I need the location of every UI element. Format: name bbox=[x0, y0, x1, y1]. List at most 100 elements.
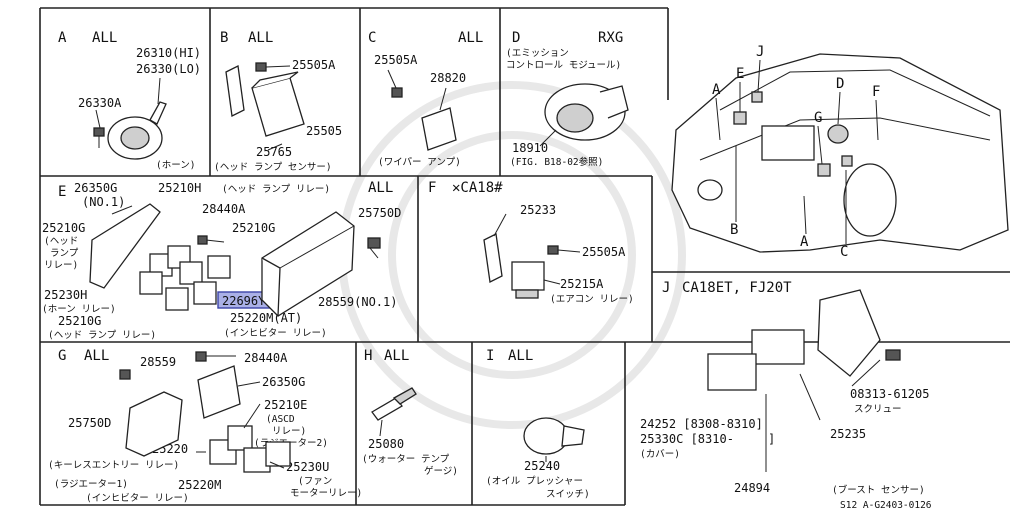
part-label: 25230H bbox=[44, 288, 87, 302]
panel-c-variant: ALL bbox=[458, 30, 483, 46]
panel-f: F ✕CA18# 25233 25505A 25215A (エアコン リレー) bbox=[428, 180, 634, 305]
part-caption: (ウォーター テンプ bbox=[362, 454, 450, 465]
part-label: 26310(HI) bbox=[136, 46, 201, 60]
callout-letter: J bbox=[756, 44, 764, 60]
panel-b-letter: B bbox=[220, 30, 228, 46]
watermark-emblem bbox=[338, 81, 686, 429]
part-label: 25210G bbox=[42, 221, 85, 235]
panel-i: I ALL 25240 (オイル プレッシャー スイッチ) bbox=[486, 348, 590, 500]
part-label: 24252 [8308-8310] bbox=[640, 417, 763, 431]
callout-letter: G bbox=[814, 110, 822, 126]
part-label: 25220M(AT) bbox=[230, 311, 302, 325]
part-caption: スクリュー bbox=[854, 404, 902, 415]
part-label: 28440A bbox=[244, 351, 288, 365]
boost-sensor-part bbox=[707, 289, 901, 472]
callout-letter: F bbox=[872, 84, 880, 100]
part-label: (NO.1) bbox=[82, 195, 125, 209]
water-temp-sender-part bbox=[371, 387, 417, 437]
part-caption: (ラジエーター2) bbox=[254, 438, 328, 449]
part-caption: ランプ bbox=[50, 248, 79, 259]
clip-part bbox=[197, 235, 381, 259]
part-caption: (エミッション bbox=[506, 48, 569, 59]
panel-c-letter: C bbox=[368, 30, 376, 46]
panel-f-letter: F bbox=[428, 180, 436, 196]
part-caption: (エアコン リレー) bbox=[550, 294, 634, 305]
part-label: 25210G bbox=[58, 314, 101, 328]
highlighted-part-number[interactable]: 22696Y bbox=[222, 294, 266, 308]
panel-j-letter: J bbox=[662, 280, 670, 296]
part-caption: (ヘッド ランプ リレー) bbox=[48, 330, 156, 341]
callout-letter: E bbox=[736, 66, 744, 82]
panel-c: C ALL 25505A 28820 (ワイパー アンプ) bbox=[368, 30, 483, 168]
panel-b: B ALL 25505A 25505 25765 (ヘッド ランプ センサー) bbox=[214, 30, 342, 173]
part-caption: (FIG. B18-02参照) bbox=[510, 156, 603, 168]
part-label: 25210E bbox=[264, 398, 307, 412]
part-caption: コントロール モジュール) bbox=[506, 60, 621, 71]
part-caption: ゲージ) bbox=[424, 465, 458, 477]
panel-g-letter: G bbox=[58, 348, 66, 364]
callout-letter: A bbox=[800, 234, 809, 250]
panel-a-letter: A bbox=[58, 30, 67, 46]
part-label: 25750D bbox=[68, 416, 111, 430]
part-label: 25505A bbox=[292, 58, 336, 72]
panel-g-variant: ALL bbox=[84, 348, 109, 364]
part-label: 18910 bbox=[512, 141, 548, 155]
part-label: 26330(LO) bbox=[136, 62, 201, 76]
panel-f-variant: ✕CA18# bbox=[452, 180, 503, 196]
panel-h-variant: ALL bbox=[384, 348, 409, 364]
part-label: 25230U bbox=[286, 460, 329, 474]
part-caption: (インヒビター リレー) bbox=[224, 328, 327, 339]
ac-relay-part bbox=[483, 213, 581, 299]
part-label: 25235 bbox=[830, 427, 866, 441]
emission-module-part bbox=[539, 83, 629, 147]
part-label: 25750D bbox=[358, 206, 401, 220]
part-label: ] bbox=[768, 432, 775, 446]
part-label: 26330A bbox=[78, 96, 122, 110]
part-caption: (ヘッド ランプ リレー) bbox=[222, 184, 330, 195]
part-label: 25505A bbox=[374, 53, 418, 67]
panel-d: D RXG (エミッション コントロール モジュール) 18910 (FIG. … bbox=[506, 30, 629, 168]
panel-d-letter: D bbox=[512, 30, 520, 46]
part-label: 25330C [8310- bbox=[640, 432, 734, 446]
panel-b-variant: ALL bbox=[248, 30, 273, 46]
car-location-view: J E A D G F B A C bbox=[671, 44, 1009, 260]
panel-d-variant: RXG bbox=[598, 30, 623, 46]
panel-e-letter: E bbox=[58, 184, 66, 200]
part-label: 26350G bbox=[74, 181, 117, 195]
part-caption: (ヘッド bbox=[44, 236, 78, 247]
part-label: 25240 bbox=[524, 459, 560, 473]
part-caption: (ヘッド ランプ センサー) bbox=[214, 162, 332, 173]
panel-h-letter: H bbox=[364, 348, 372, 364]
panel-h: H ALL 25080 (ウォーター テンプ ゲージ) bbox=[362, 348, 458, 477]
part-caption: (オイル プレッシャー bbox=[486, 476, 583, 487]
panel-i-variant: ALL bbox=[508, 348, 533, 364]
part-label: 25215A bbox=[560, 277, 604, 291]
part-label: 25080 bbox=[368, 437, 404, 451]
relay-bracket-part bbox=[89, 203, 161, 289]
panel-g: G ALL 28559 28440A 26350G 25750D 25210E … bbox=[48, 348, 362, 504]
part-caption: (ホーン) bbox=[156, 160, 195, 171]
part-label: 25505 bbox=[306, 124, 342, 138]
part-caption: (ブースト センサー) bbox=[832, 484, 925, 496]
part-caption: リレー) bbox=[272, 426, 306, 437]
part-label: 08313-61205 bbox=[850, 387, 929, 401]
relay-cluster-part bbox=[139, 245, 231, 311]
part-label: 28440A bbox=[202, 202, 246, 216]
part-caption: (キーレスエントリー リレー) bbox=[48, 460, 179, 471]
part-label: 25220M bbox=[178, 478, 221, 492]
headlamp-sensor-part bbox=[225, 62, 305, 151]
part-label: 25505A bbox=[582, 245, 626, 259]
part-caption: リレー) bbox=[44, 260, 78, 271]
part-caption: (ASCD bbox=[266, 414, 295, 425]
part-label: 28559(NO.1) bbox=[318, 295, 397, 309]
callout-letter: B bbox=[730, 222, 738, 238]
part-caption: (ワイパー アンプ) bbox=[378, 157, 461, 168]
callout-letter: D bbox=[836, 76, 844, 92]
part-label: 26350G bbox=[262, 375, 305, 389]
panel-a: A ALL 26310(HI) 26330(LO) 26330A (ホーン) bbox=[58, 30, 201, 171]
part-label: 25210G bbox=[232, 221, 275, 235]
part-label: 28820 bbox=[430, 71, 466, 85]
keyless-relay-part bbox=[119, 351, 291, 473]
panel-a-variant: ALL bbox=[92, 30, 117, 46]
